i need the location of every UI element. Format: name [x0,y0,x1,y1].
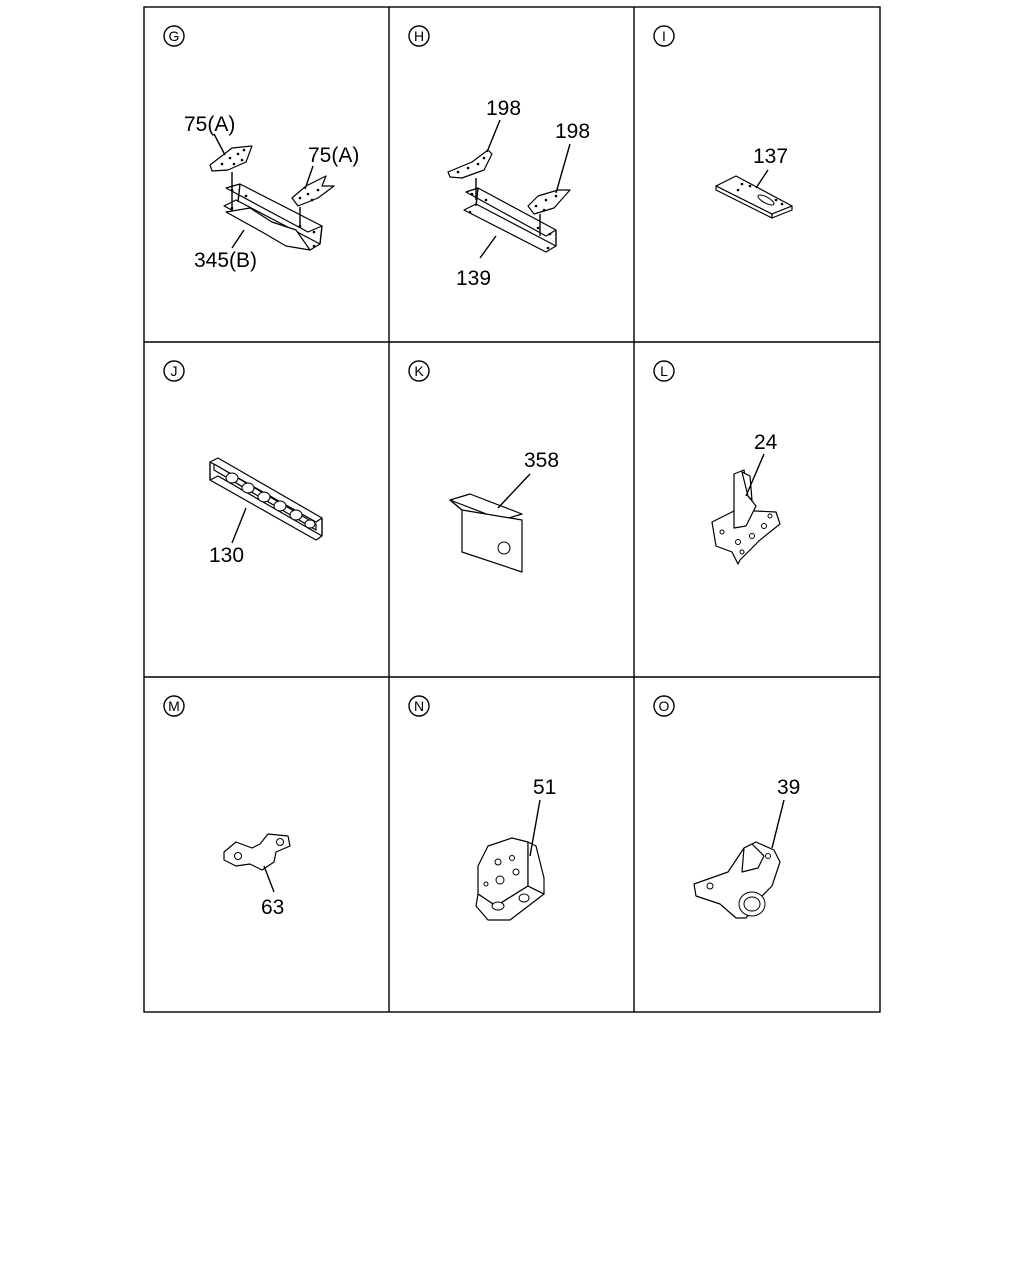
label-51: 51 [533,776,556,799]
part-130-rail [209,457,323,541]
panel-letter-h: H [408,25,430,47]
label-75a-left: 75(A) [184,113,235,136]
panel-j: J 130 [163,360,323,567]
panel-h: H 198 198 139 [408,25,590,290]
part-63-clip [223,833,291,871]
leader-line-51 [529,799,541,857]
panel-letter-o: O [653,695,675,717]
leader-line-63 [263,865,275,893]
svg-text:M: M [168,698,180,714]
panel-letter-k: K [408,360,430,382]
svg-text:K: K [414,363,424,379]
panel-letter-i: I [653,25,675,47]
panel-o: O 39 [653,695,800,919]
leader-lines-h [475,119,571,259]
panel-k: K 358 [408,360,559,573]
part-24-bracket [711,469,781,565]
panel-n: N 51 [408,695,556,921]
panel-m: M 63 [163,695,291,919]
panel-letter-j: J [163,360,185,382]
leader-line-24 [745,453,765,497]
part-198-right [527,189,571,215]
leader-line-358 [497,473,531,509]
svg-text:O: O [659,698,670,714]
panel-letter-g: G [163,25,185,47]
part-75a-right [291,175,335,207]
part-358-bracket [449,493,523,573]
panel-letter-n: N [408,695,430,717]
grid-frame [143,6,881,1013]
part-198-left [447,149,493,179]
label-130: 130 [209,544,244,567]
panel-i: I 137 [653,25,793,219]
part-139-member [463,187,557,253]
part-51-bracket [475,837,545,921]
leader-lines-g [213,133,314,249]
part-345b-crossmember [223,183,323,251]
label-358: 358 [524,449,559,472]
leader-line-130 [231,507,247,544]
label-345b: 345(B) [194,249,257,272]
panel-l: L 24 [653,360,781,565]
part-75a-left [209,145,253,172]
panel-letter-l: L [653,360,675,382]
panel-g: G 75(A) [163,25,359,272]
label-139: 139 [456,267,491,290]
label-198-left: 198 [486,97,521,120]
label-75a-right: 75(A) [308,144,359,167]
leader-line-39 [771,799,785,849]
svg-text:J: J [171,363,178,379]
part-137-plate [715,175,793,219]
label-198-right: 198 [555,120,590,143]
svg-text:H: H [414,28,424,44]
panel-letter-m: M [163,695,185,717]
svg-text:L: L [660,363,668,379]
label-39: 39 [777,776,800,799]
svg-text:I: I [662,28,666,44]
label-24: 24 [754,431,778,454]
label-137: 137 [753,145,788,168]
part-39-bracket [693,841,781,919]
svg-text:G: G [169,28,180,44]
svg-text:N: N [414,698,424,714]
label-63: 63 [261,896,284,919]
leader-line-137 [755,169,769,189]
